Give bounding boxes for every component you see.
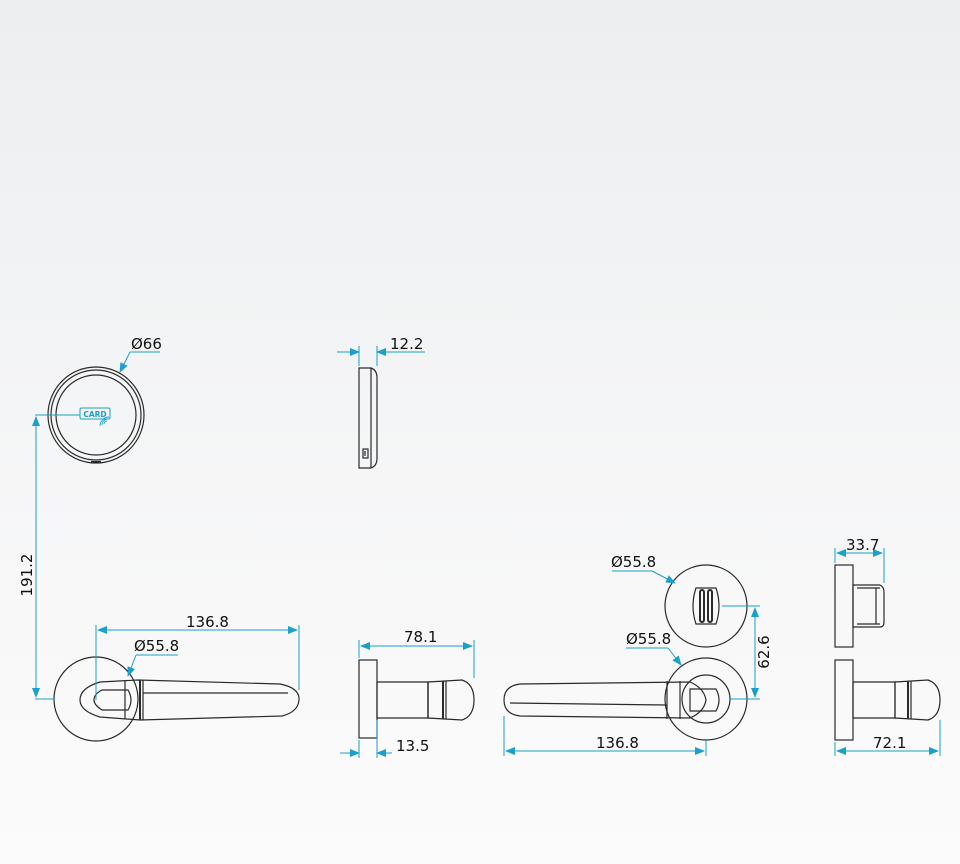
card-diameter-label: Ø66 <box>131 335 162 353</box>
handle-rose-label: Ø55.8 <box>626 630 671 648</box>
thumbturn-depth-label: 33.7 <box>846 536 879 554</box>
right-length-label: 136.8 <box>596 734 639 752</box>
left-base-label: 13.5 <box>396 737 429 755</box>
right-handle-side-view <box>834 659 941 741</box>
left-projection-label: 78.1 <box>404 628 437 646</box>
left-handle-side-view <box>358 659 475 739</box>
card-reader-side-view <box>358 367 378 469</box>
card-badge-text: CARD <box>83 410 106 419</box>
card-diameter-leader <box>119 351 131 373</box>
thumbturn-side-view <box>834 564 885 648</box>
card-thickness-label: 12.2 <box>390 335 423 353</box>
thumbturn-rose-label: Ø55.8 <box>611 553 656 571</box>
left-length-label: 136.8 <box>186 613 229 631</box>
right-handle-front-view <box>503 657 748 741</box>
rose-spacing-label: 62.6 <box>755 635 773 668</box>
card-badge-icon: CARD <box>79 407 111 427</box>
left-rose-label: Ø55.8 <box>134 637 179 655</box>
right-projection-label: 72.1 <box>873 734 906 752</box>
left-height-label: 191.2 <box>18 554 36 597</box>
left-handle-front-view <box>53 656 300 742</box>
card-reader-front-view: CARD <box>47 366 145 464</box>
